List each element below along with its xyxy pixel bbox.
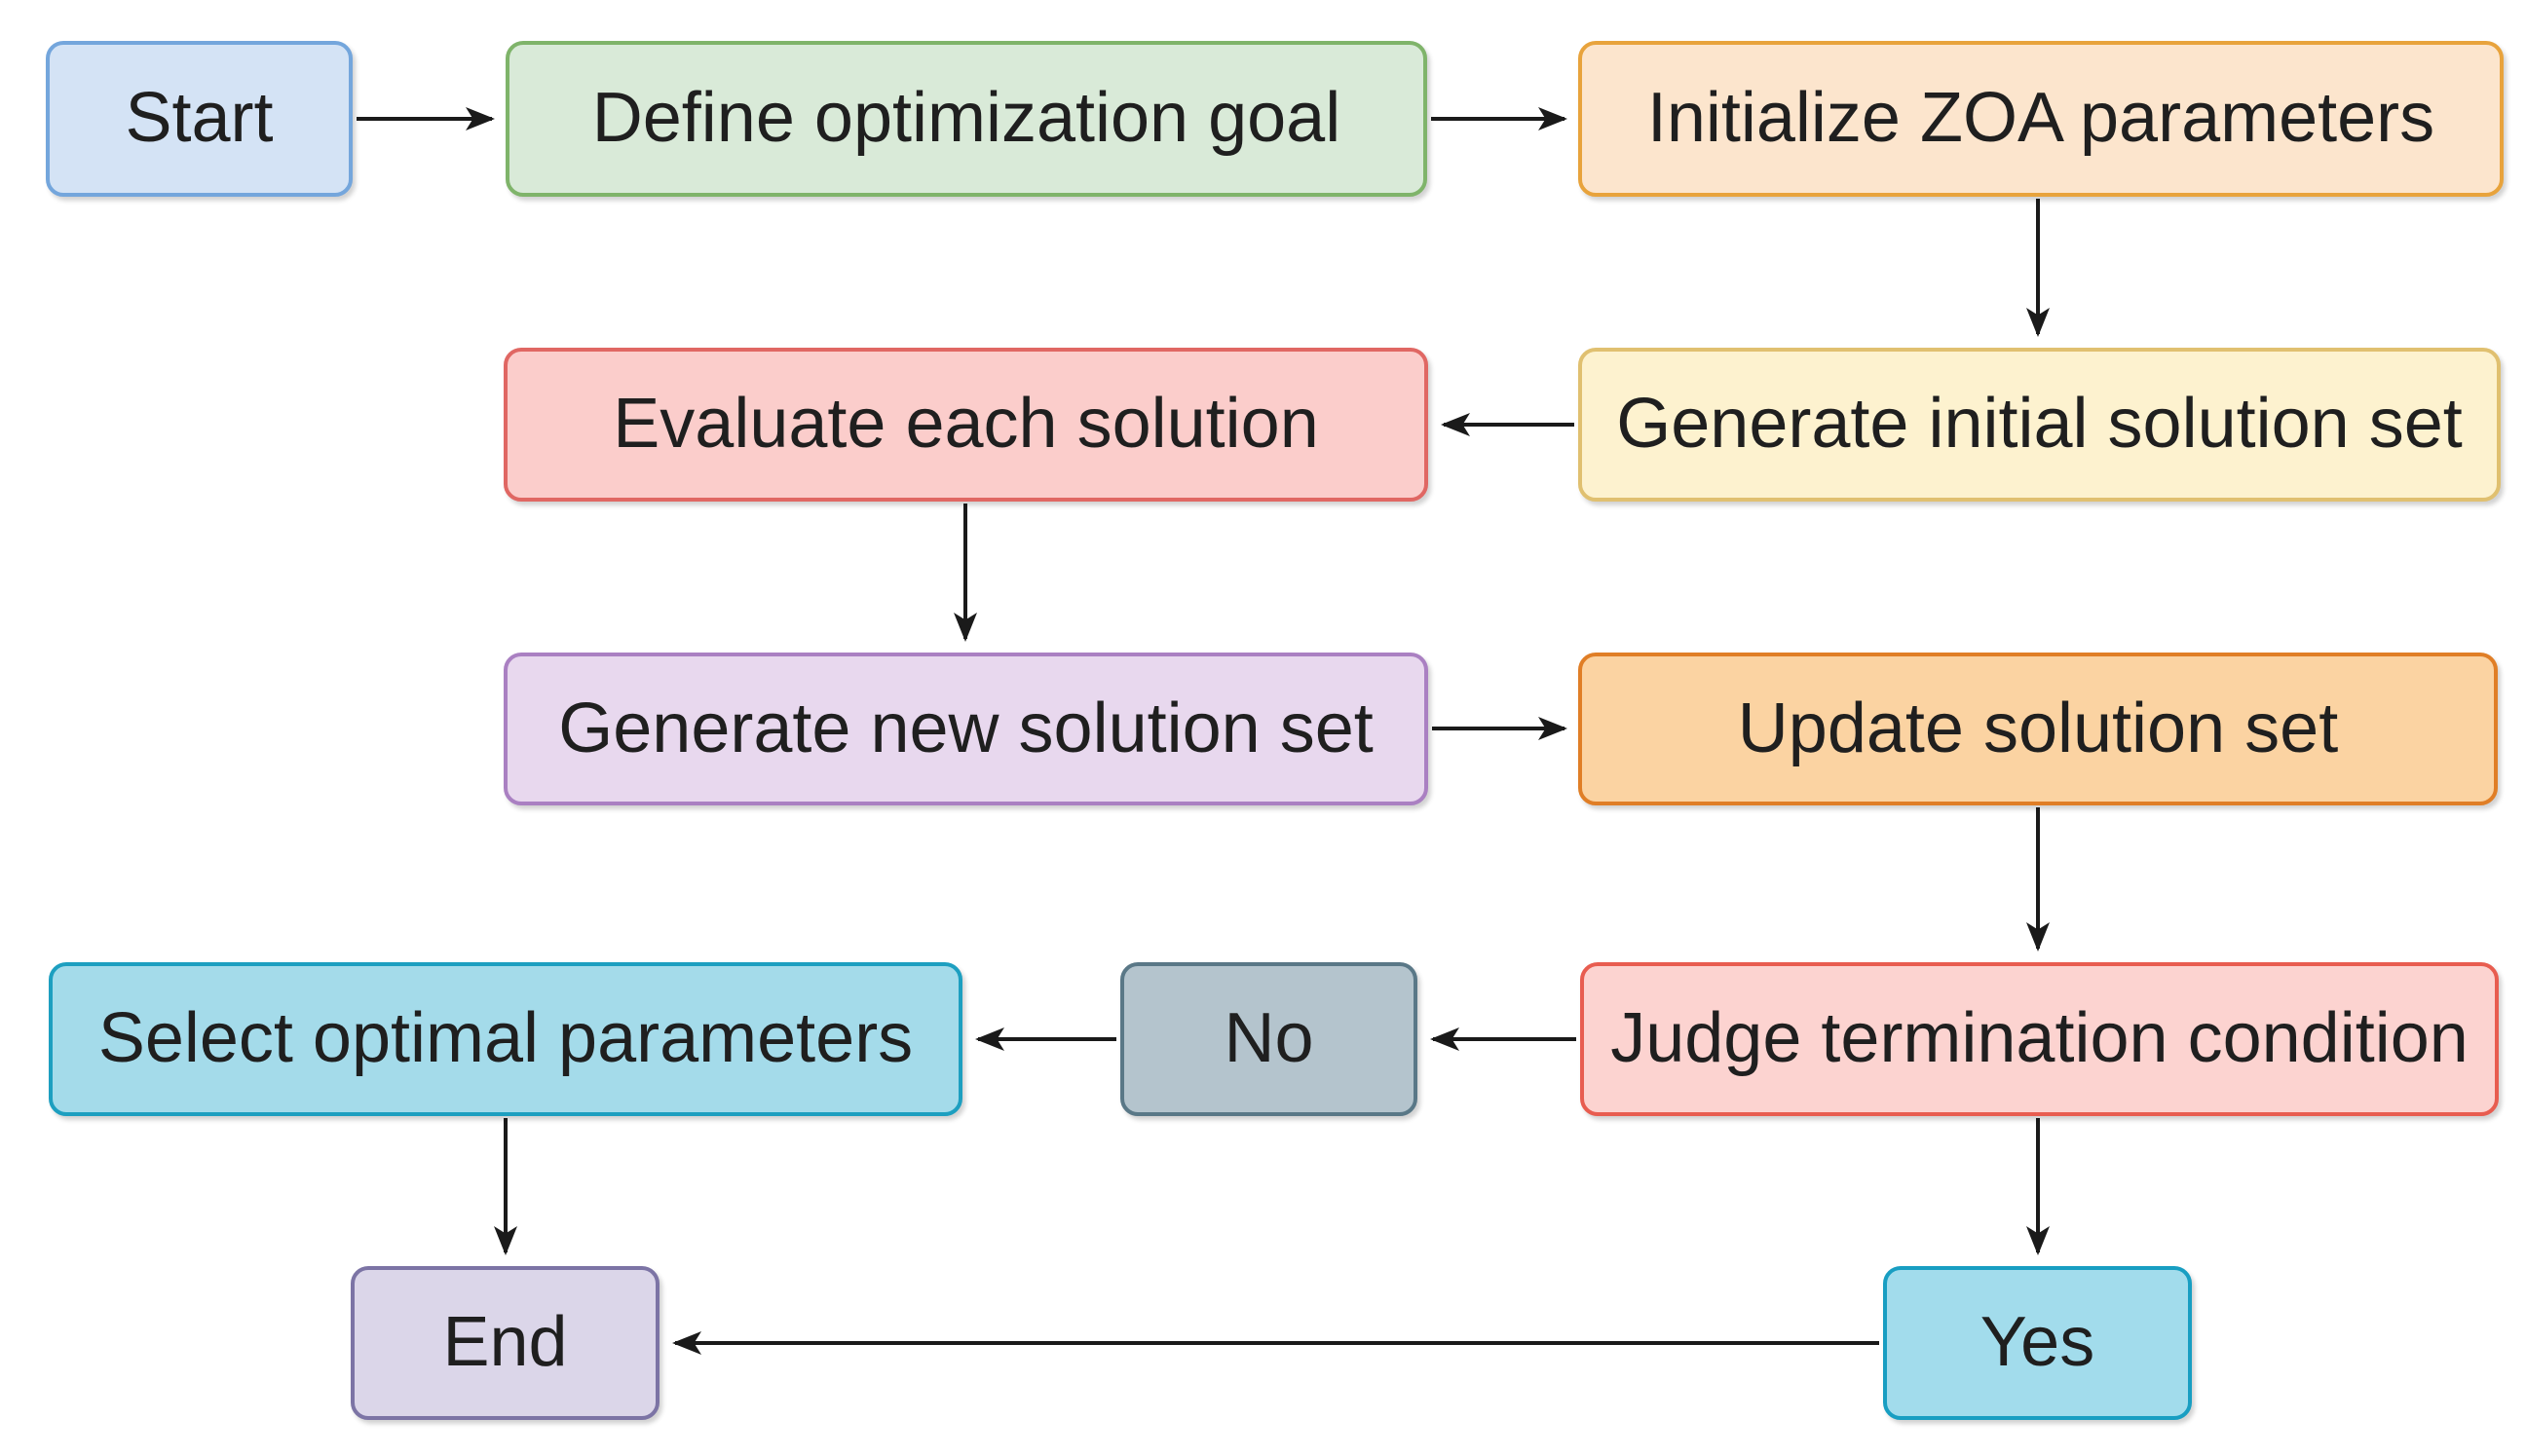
node-end-label: End (442, 1303, 568, 1382)
node-evaluate-each-solution: Evaluate each solution (504, 348, 1428, 502)
node-start-label: Start (125, 79, 274, 158)
node-generate-initial-solution-set: Generate initial solution set (1578, 348, 2501, 502)
node-update-solution-set-label: Update solution set (1737, 689, 2339, 767)
node-judge-termination-condition-label: Judge termination condition (1610, 999, 2469, 1078)
node-define-optimization-goal: Define optimization goal (506, 41, 1427, 197)
node-no-label: No (1224, 999, 1314, 1078)
node-generate-new-solution-set: Generate new solution set (504, 653, 1428, 805)
node-yes: Yes (1883, 1266, 2192, 1420)
node-generate-new-solution-set-label: Generate new solution set (558, 689, 1374, 767)
node-end: End (351, 1266, 660, 1420)
node-start: Start (46, 41, 353, 197)
node-no: No (1120, 962, 1417, 1116)
node-evaluate-each-solution-label: Evaluate each solution (613, 385, 1319, 464)
node-yes-label: Yes (1979, 1303, 2095, 1382)
node-select-optimal-parameters-label: Select optimal parameters (97, 999, 914, 1078)
node-define-optimization-goal-label: Define optimization goal (591, 79, 1341, 158)
node-update-solution-set: Update solution set (1578, 653, 2498, 805)
node-select-optimal-parameters: Select optimal parameters (49, 962, 962, 1116)
node-initialize-zoa-parameters-label: Initialize ZOA parameters (1646, 79, 2435, 158)
node-judge-termination-condition: Judge termination condition (1580, 962, 2499, 1116)
node-initialize-zoa-parameters: Initialize ZOA parameters (1578, 41, 2504, 197)
node-generate-initial-solution-set-label: Generate initial solution set (1616, 385, 2463, 464)
